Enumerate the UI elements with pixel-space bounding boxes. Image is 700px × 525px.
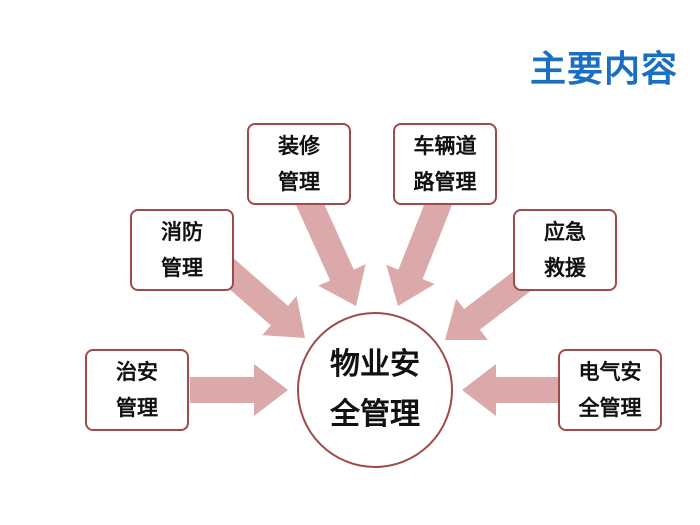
center-label: 物业安 [330,347,420,382]
node-label: 应急 [544,220,586,244]
arrow-icon [296,194,366,306]
node-label: 消防 [161,220,203,244]
node-emergency-rescue: 应急 救援 [513,209,617,291]
node-label: 管理 [278,170,320,194]
arrow-icon [462,364,560,416]
slide-title: 主要内容 [529,49,678,90]
node-label: 路管理 [413,170,477,194]
arrow-icon [386,195,453,306]
node-label: 管理 [161,256,203,280]
center-node-property-safety-management: 物业安 全管理 [297,312,453,468]
node-label: 治安 [116,360,158,384]
node-electrical-safety-management: 电气安 全管理 [558,349,662,431]
node-label: 全管理 [578,396,642,420]
node-label: 车辆道 [413,134,477,158]
node-label: 装修 [278,134,320,158]
arrow-icon [190,364,288,416]
node-label: 电气安 [578,360,642,384]
node-fire-management: 消防 管理 [130,209,234,291]
arrow-icon [216,258,305,338]
node-label: 管理 [116,396,158,420]
center-label: 全管理 [330,397,420,432]
node-renovation-management: 装修 管理 [247,123,351,205]
node-vehicle-road-management: 车辆道 路管理 [393,123,497,205]
node-label: 救援 [544,256,586,280]
node-security-management: 治安 管理 [85,349,189,431]
